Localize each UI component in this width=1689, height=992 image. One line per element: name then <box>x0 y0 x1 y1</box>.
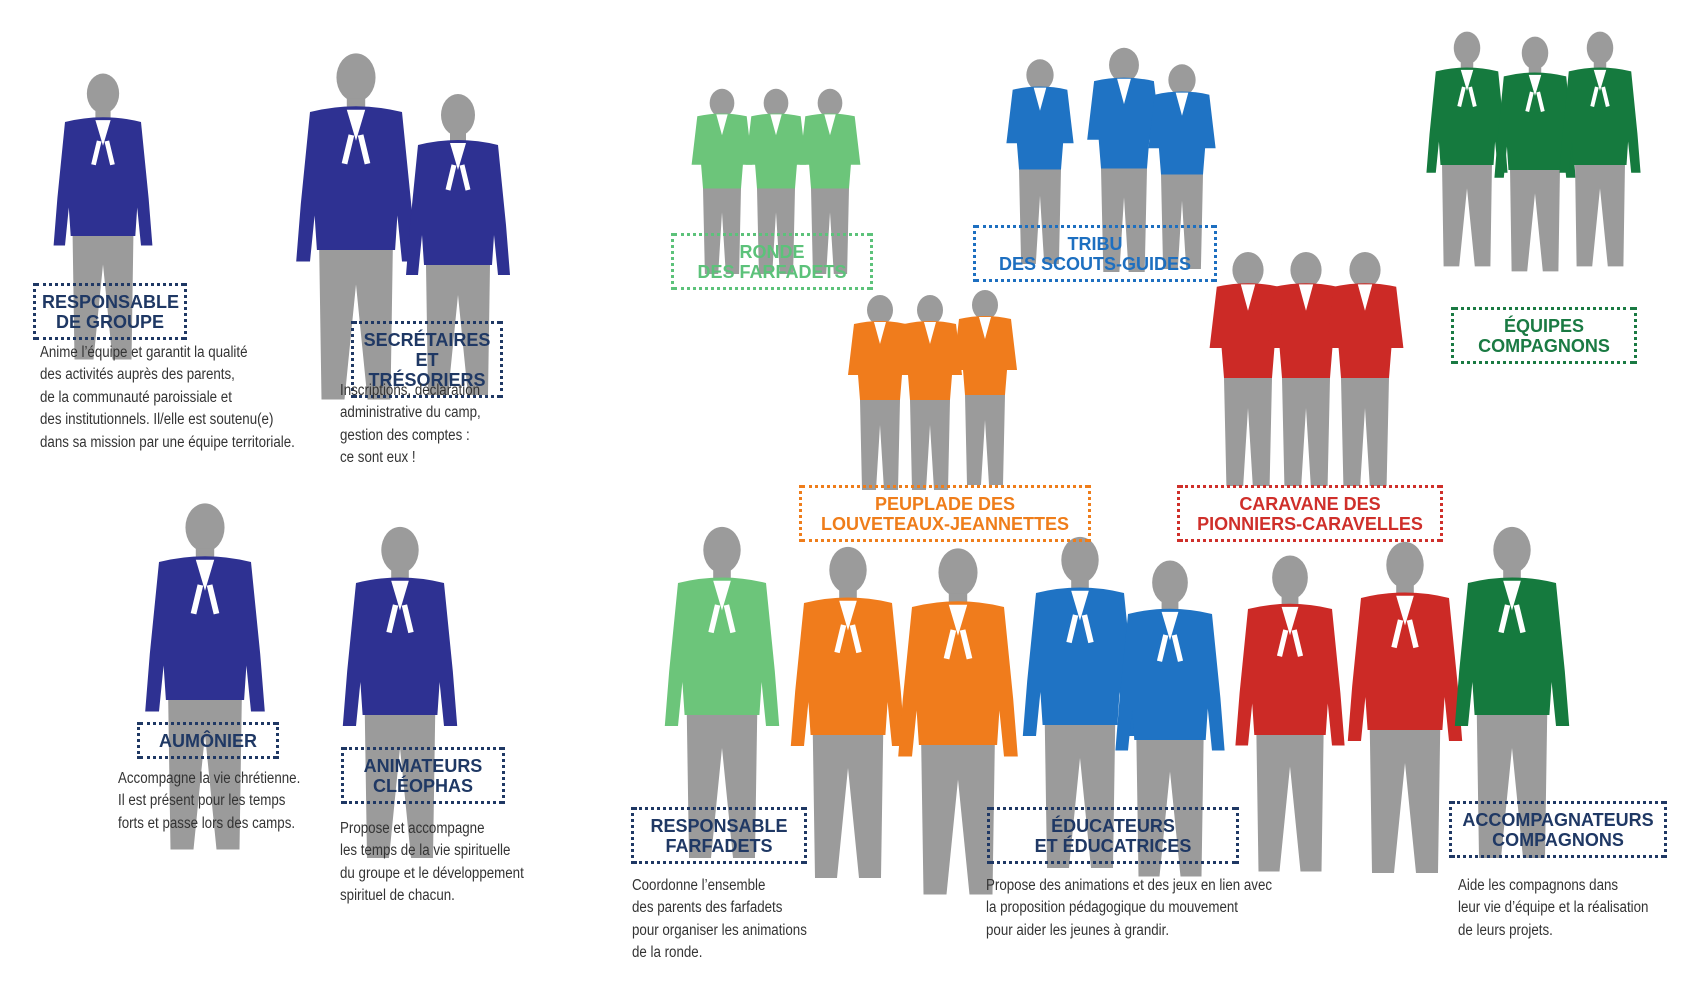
figure-cleophas <box>343 527 457 858</box>
figure-louveteau-2 <box>898 295 962 490</box>
desc-accompagnateurs: Aide les compagnons dans leur vie d’équi… <box>1458 877 1649 939</box>
desc-responsable-groupe: Anime l’équipe et garantit la qualité de… <box>40 344 295 451</box>
desc-educateurs: Propose des animations et des jeux en li… <box>986 877 1273 939</box>
label-ronde-farfadets: RONDE DES FARFADETS <box>671 233 873 291</box>
label-accompagnateurs: ACCOMPAGNATEURS COMPAGNONS <box>1449 801 1667 859</box>
figure-louveteau-1 <box>848 295 912 490</box>
label-cleophas: ANIMATEURS CLÉOPHAS <box>341 747 505 805</box>
label-responsable-groupe: RESPONSABLE DE GROUPE <box>33 283 187 341</box>
figure-adult-red-1 <box>1235 555 1344 871</box>
desc-aumonier: Accompagne la vie chrétienne. Il est pré… <box>118 770 301 832</box>
desc-secretaires: Inscriptions, déclaration administrative… <box>340 382 481 467</box>
label-resp-farfadets: RESPONSABLE FARFADETS <box>631 807 807 865</box>
figure-pionnier-3 <box>1326 252 1404 486</box>
figure-adult-red-2 <box>1348 542 1462 873</box>
figure-pionnier-2 <box>1267 252 1345 486</box>
label-equipes-compagnons: ÉQUIPES COMPAGNONS <box>1451 307 1637 365</box>
label-aumonier: AUMÔNIER <box>137 722 279 760</box>
figure-louveteau-3 <box>953 290 1017 485</box>
label-caravane-pionniers: CARAVANE DES PIONNIERS-CARAVELLES <box>1177 485 1443 543</box>
figure-adult-orange-1 <box>791 547 905 878</box>
figure-compagnon-1 <box>1424 29 1510 269</box>
label-tribu-scouts: TRIBU DES SCOUTS-GUIDES <box>973 225 1217 283</box>
label-peuplade-louveteaux: PEUPLADE DES LOUVETEAUX-JEANNETTES <box>799 485 1091 543</box>
label-secretaires: SECRÉTAIRES ET TRÉSORIERS <box>351 321 503 399</box>
desc-cleophas: Propose et accompagne les temps de la vi… <box>340 820 524 905</box>
label-educateurs: ÉDUCATEURS ET ÉDUCATRICES <box>987 807 1239 865</box>
desc-resp-farfadets: Coordonne l’ensemble des parents des far… <box>632 877 807 962</box>
